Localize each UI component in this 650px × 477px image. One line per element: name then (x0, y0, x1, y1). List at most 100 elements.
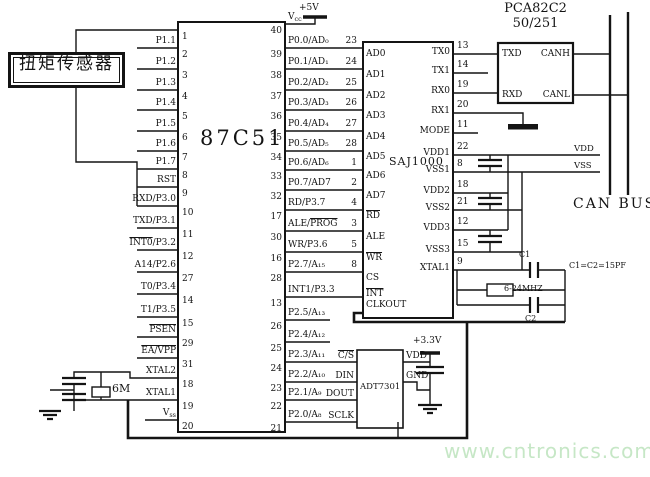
mcu-right-pin-label: P2.4/A₁₂ (288, 330, 326, 340)
mcu-left-pin-label: TXD/P3.1 (132, 216, 176, 226)
capacitor-plates (62, 158, 540, 402)
temp-sensor-left-pin-label: DOUT (325, 389, 354, 399)
torque-sensor-label: 扭矩传感器 (19, 54, 114, 74)
mcu-pin-number: 38 (270, 71, 282, 81)
can-controller-pin-number: 20 (457, 100, 469, 110)
mcu-crystal-freq-label: 6M (112, 382, 131, 395)
mcu-right-pin-label: P2.7/A₁₅ (288, 260, 326, 270)
temp-sensor-left-pin-label: C/S (337, 351, 354, 361)
mcu-pin-number: 24 (270, 364, 282, 374)
mcu-right-pin-label: P2.3/A₁₁ (288, 350, 326, 360)
mcu-left-pin-label: EA/VPP (141, 346, 176, 356)
transceiver-pin-txd: TXD (502, 49, 522, 59)
can-controller-pin-number: 12 (457, 217, 469, 227)
mcu-pin-number: 16 (270, 254, 282, 264)
mcu-right-pin-label: P0.6/AD₆ (288, 158, 329, 168)
mcu-right-pin-label: P0.5/AD₅ (288, 139, 329, 149)
mcu-right-pin-label: P0.1/AD₁ (288, 57, 329, 67)
mcu-right-pin-label: INT1/P3.3 (288, 285, 335, 295)
mcu-pin-number: 20 (182, 422, 194, 432)
mcu-pin-number: 30 (270, 233, 282, 243)
mcu-right-pin-label: Vcc (288, 12, 302, 23)
mcu-pin-number: 28 (270, 274, 282, 284)
mcu-left-pin-label: PSEN (149, 325, 176, 335)
mcu-pin-number: 5 (182, 112, 188, 122)
can-controller-left-pin-label: AD1 (366, 70, 386, 80)
mcu-crystal-icon (91, 386, 111, 398)
mcu-pin-number: 27 (182, 274, 194, 284)
mcu-left-pin-label: A14/P2.6 (134, 260, 176, 270)
mcu-right-pin-label: P0.3/AD₃ (288, 98, 329, 108)
mcu-left-pin-label: XTAL1 (145, 388, 176, 398)
can-controller-pin-number: 8 (351, 260, 357, 270)
can-controller-left-pin-label: AD4 (366, 132, 386, 142)
mcu-right-pin-label: P2.5/A₁₃ (288, 308, 326, 318)
can-controller-right-pin-label: RX0 (431, 86, 450, 96)
mcu-pin-number: 4 (182, 92, 188, 102)
can-controller-left-pin-label: AD5 (366, 152, 386, 162)
mcu-left-pin-label: P1.1 (155, 36, 176, 46)
mcu-pin-number: 3 (182, 71, 188, 81)
can-controller-right-pin-label: VSS1 (425, 165, 450, 175)
rx1-ground-bar (508, 124, 538, 130)
mcu-left-pin-label: P1.4 (155, 98, 176, 108)
mcu-pin-number: 25 (270, 344, 282, 354)
mcu-pin-number: 33 (270, 172, 282, 182)
mcu-right-pin-label: P0.0/AD₀ (288, 36, 329, 46)
mcu-left-pin-label: XTAL2 (145, 366, 176, 376)
can-controller-pin-number: 18 (457, 180, 469, 190)
mcu-pin-number: 10 (182, 208, 194, 218)
mcu-left-pin-label: Vss (162, 408, 176, 419)
cap-value-note: C1=C2=15PF (569, 261, 626, 270)
temp-sensor-name: ADT7301 (360, 382, 401, 392)
can-controller-right-pin-label: XTAL1 (419, 263, 450, 273)
transceiver-title-line1: PCA82C2 (504, 1, 567, 16)
can-controller-pin-number: 9 (457, 257, 463, 267)
can-controller-pin-number: 14 (457, 60, 469, 70)
can-controller-pin-number: 22 (457, 142, 469, 152)
mcu-pin-number: 31 (182, 360, 194, 370)
c2-label: C2 (525, 314, 537, 323)
ground-symbols (39, 403, 442, 421)
can-controller-right-pin-label: VSS2 (425, 203, 450, 213)
can-controller-right-pin-label: MODE (419, 126, 450, 136)
mcu-pin-number: 11 (182, 230, 194, 240)
mcu-pin-number: 21 (270, 424, 282, 434)
can-controller-right-pin-label: VDD2 (423, 186, 450, 196)
mcu-left-pin-label: P1.2 (155, 57, 176, 67)
plus5v-label: +5V (299, 3, 319, 13)
c1-label: C1 (519, 250, 531, 259)
mcu-pin-number: 34 (270, 153, 282, 163)
can-controller-pin-number: 4 (351, 198, 357, 208)
mcu-pin-number: 7 (182, 153, 188, 163)
can-controller-left-pin-label: CLKOUT (366, 300, 407, 310)
can-controller-pin-number: 5 (351, 240, 357, 250)
can-controller-pin-number: 25 (345, 78, 357, 88)
mcu-pin-number: 22 (270, 402, 282, 412)
can-controller-pin-number: 15 (457, 239, 469, 249)
mcu-left-pin-label: P1.7 (155, 157, 176, 167)
mcu-pin-number: 39 (270, 50, 282, 60)
can-controller-right-pin-label: TX0 (431, 47, 450, 57)
mcu-left-pin-label: T0/P3.4 (140, 282, 176, 292)
clkout-rail-wire (126, 311, 565, 440)
mcu-pin-number: 35 (270, 133, 282, 143)
mcu-pin-number: 26 (270, 322, 282, 332)
temp-sensor-left-pin-label: DIN (335, 371, 354, 381)
watermark: www.cntronics.com (444, 439, 650, 463)
mcu-left-pin-label: T1/P3.5 (140, 305, 176, 315)
can-controller-box (362, 41, 454, 319)
mcu-right-pin-label: P0.4/AD₄ (288, 119, 329, 129)
can-controller-pin-number: 11 (457, 120, 469, 130)
mcu-pin-number: 2 (182, 50, 188, 60)
temp-sensor-box (356, 349, 404, 429)
mcu-pin-number: 12 (182, 252, 194, 262)
can-controller-left-pin-label: CS (366, 273, 380, 283)
mcu-left-pin-label: P1.5 (155, 119, 176, 129)
can-bus-lines (608, 12, 630, 195)
mcu-right-pin-label: P2.2/A₁₀ (288, 370, 326, 380)
can-controller-pin-number: 26 (345, 98, 357, 108)
mcu-right-pin-label: ALE/PROG (288, 219, 338, 229)
mcu-pin-number: 23 (270, 384, 282, 394)
